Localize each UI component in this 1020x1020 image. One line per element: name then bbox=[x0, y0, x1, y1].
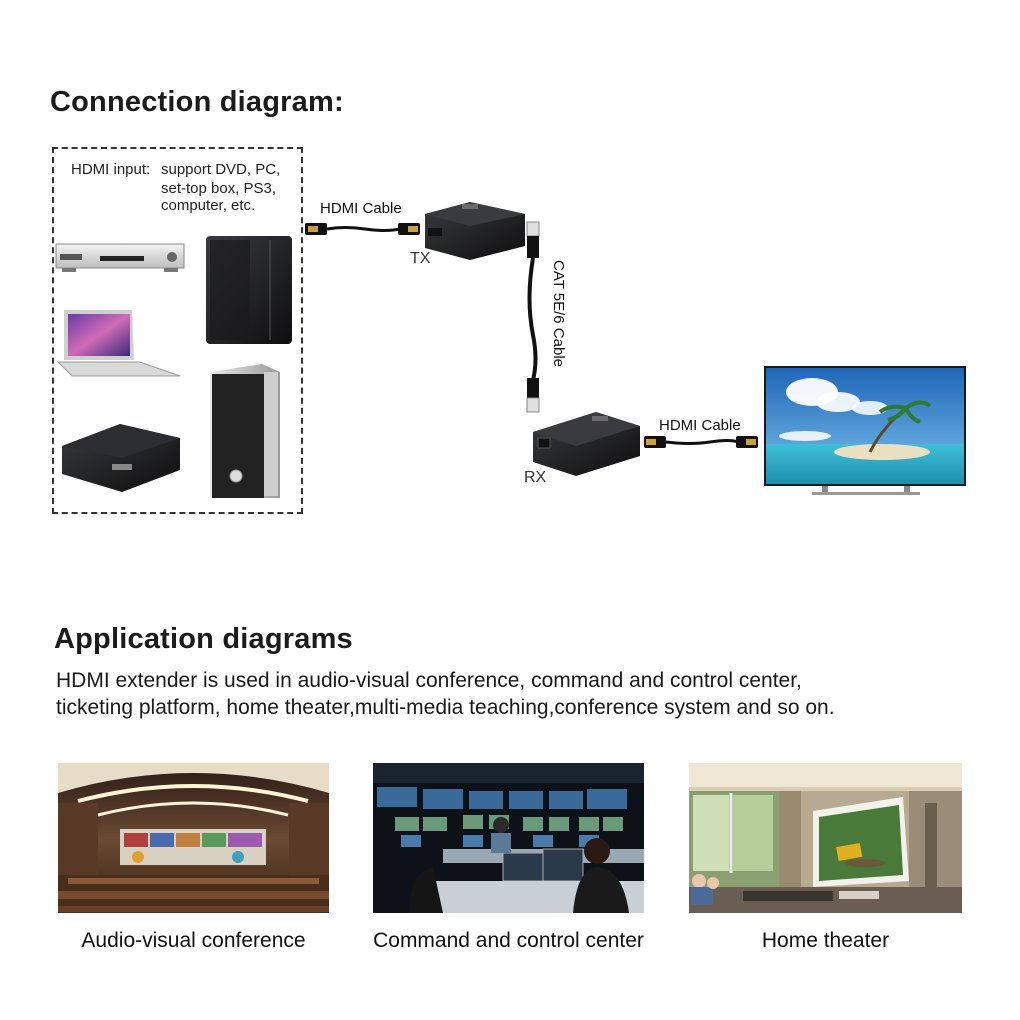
dvd-player-icon bbox=[55, 243, 185, 272]
input-source-line-2: set-top box, PS3, bbox=[161, 180, 277, 197]
ps3-console-icon bbox=[206, 236, 292, 344]
application-diagrams-title: Application diagrams bbox=[54, 623, 353, 655]
hdmi-input-label: HDMI input: bbox=[71, 161, 151, 178]
rx-label: RX bbox=[524, 469, 547, 486]
tv-display-icon bbox=[764, 366, 966, 495]
cat-cable-label: CAT 5E/6 Cable bbox=[550, 260, 567, 367]
input-source-line-1: support DVD, PC, bbox=[161, 161, 281, 178]
rx-hdmi-cable-icon bbox=[644, 436, 758, 448]
command-control-center-photo bbox=[373, 763, 644, 913]
caption-audio-visual-conference: Audio-visual conference bbox=[81, 929, 306, 952]
set-top-box-icon bbox=[62, 424, 180, 492]
application-description-line-1: HDMI extender is used in audio-visual co… bbox=[56, 669, 802, 692]
tx-hdmi-cable-label: HDMI Cable bbox=[320, 200, 402, 217]
application-description-line-2: ticketing platform, home theater,multi-m… bbox=[56, 696, 835, 719]
tx-label: TX bbox=[410, 250, 431, 267]
audio-visual-conference-photo bbox=[58, 763, 329, 913]
cat-cable-icon bbox=[526, 221, 540, 413]
caption-command-control-center: Command and control center bbox=[373, 929, 644, 952]
home-theater-photo bbox=[689, 763, 962, 913]
tx-transmitter-icon bbox=[425, 202, 525, 260]
input-source-line-3: computer, etc. bbox=[161, 197, 256, 214]
rx-receiver-icon bbox=[533, 412, 640, 476]
rx-hdmi-cable-label: HDMI Cable bbox=[659, 417, 741, 434]
caption-home-theater: Home theater bbox=[761, 929, 890, 952]
connection-diagram-title: Connection diagram: bbox=[50, 86, 344, 118]
input-sources-box bbox=[52, 147, 303, 514]
laptop-icon bbox=[56, 310, 181, 377]
tx-hdmi-cable-icon bbox=[305, 223, 420, 235]
pc-tower-icon bbox=[210, 364, 280, 498]
